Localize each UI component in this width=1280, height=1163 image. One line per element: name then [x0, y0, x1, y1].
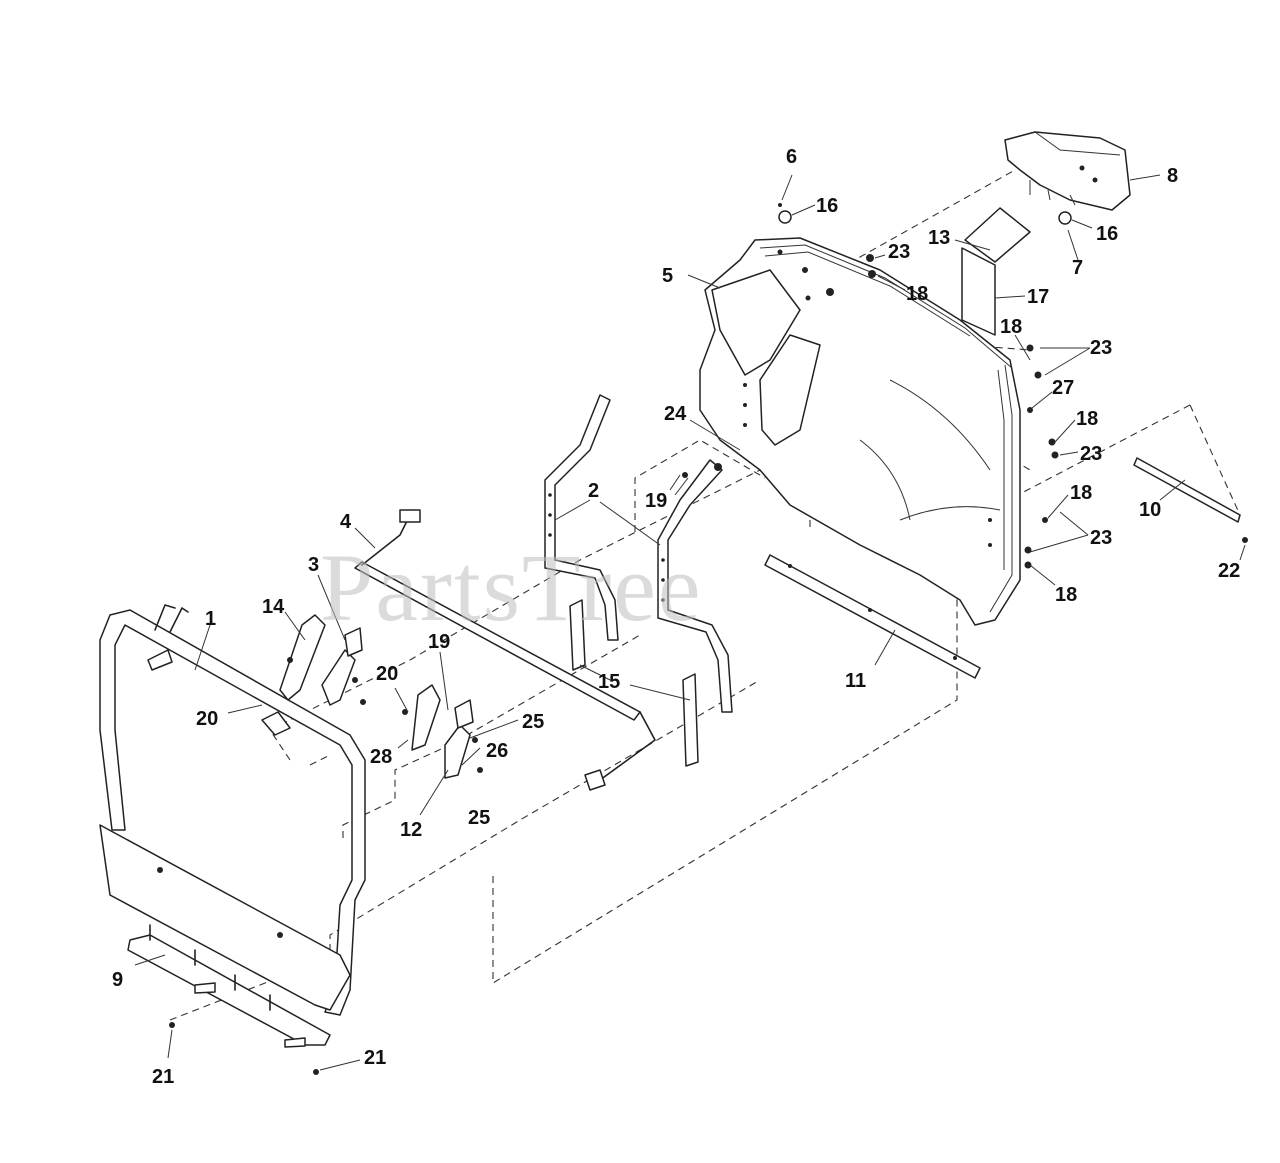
callout-8: 8 [1167, 165, 1178, 187]
part-2-brackets [544, 394, 733, 713]
callout-1: 1 [205, 608, 216, 630]
callout-22: 22 [1218, 560, 1240, 582]
callout-16-right: 16 [1096, 223, 1118, 245]
callout-23-top: 23 [888, 241, 910, 263]
callout-10: 10 [1139, 499, 1161, 521]
callout-18-b: 18 [1000, 316, 1022, 338]
callout-28: 28 [370, 746, 392, 768]
callout-18-e: 18 [1055, 584, 1077, 606]
watermark-text: PartsTree [320, 534, 702, 641]
callout-6: 6 [786, 146, 797, 168]
callout-18-c: 18 [1076, 408, 1098, 430]
callout-20-left: 20 [196, 708, 218, 730]
callout-19-right: 19 [645, 490, 667, 512]
leader-lines [134, 174, 1246, 1071]
part-11-bar [764, 554, 981, 679]
part-8-deflector [1004, 131, 1131, 211]
callout-25-bottom: 25 [468, 807, 490, 829]
callout-25-top: 25 [522, 711, 544, 733]
callout-23-d: 23 [1090, 527, 1112, 549]
callout-11: 11 [845, 670, 866, 692]
part-4-rod [354, 509, 656, 791]
callout-7: 7 [1072, 257, 1083, 279]
callout-18-top: 18 [906, 283, 928, 305]
part-13-tube [961, 207, 1031, 336]
callout-23-b: 23 [1090, 337, 1112, 359]
callout-4: 4 [340, 511, 352, 533]
callout-labels: 6 16 8 16 7 13 23 18 5 17 18 23 27 18 23… [112, 146, 1240, 1088]
callout-27: 27 [1052, 377, 1074, 399]
callout-16-top: 16 [816, 195, 838, 217]
part-5-bag-frame [699, 237, 1021, 626]
callout-14: 14 [262, 596, 285, 618]
callout-20-mid: 20 [376, 663, 398, 685]
callout-18-d: 18 [1070, 482, 1092, 504]
hardware [169, 203, 1248, 1075]
callout-17: 17 [1027, 286, 1049, 308]
callout-21-left: 21 [152, 1066, 174, 1088]
callout-19-mid: 19 [428, 631, 450, 653]
callout-13: 13 [928, 227, 950, 249]
callout-21-right: 21 [364, 1047, 386, 1069]
part-15-plates [569, 599, 699, 767]
linkage-levers [261, 614, 483, 779]
callout-9: 9 [112, 969, 123, 991]
callout-24: 24 [664, 403, 687, 425]
part-9-plate [127, 924, 331, 1048]
callout-5: 5 [662, 265, 673, 287]
callout-3: 3 [308, 554, 319, 576]
callout-15: 15 [598, 671, 620, 693]
part-1-frame [99, 604, 366, 1016]
callout-26: 26 [486, 740, 508, 762]
callout-12: 12 [400, 819, 422, 841]
part-10-rod [1133, 457, 1241, 523]
callout-23-c: 23 [1080, 443, 1102, 465]
callout-2: 2 [588, 480, 599, 502]
